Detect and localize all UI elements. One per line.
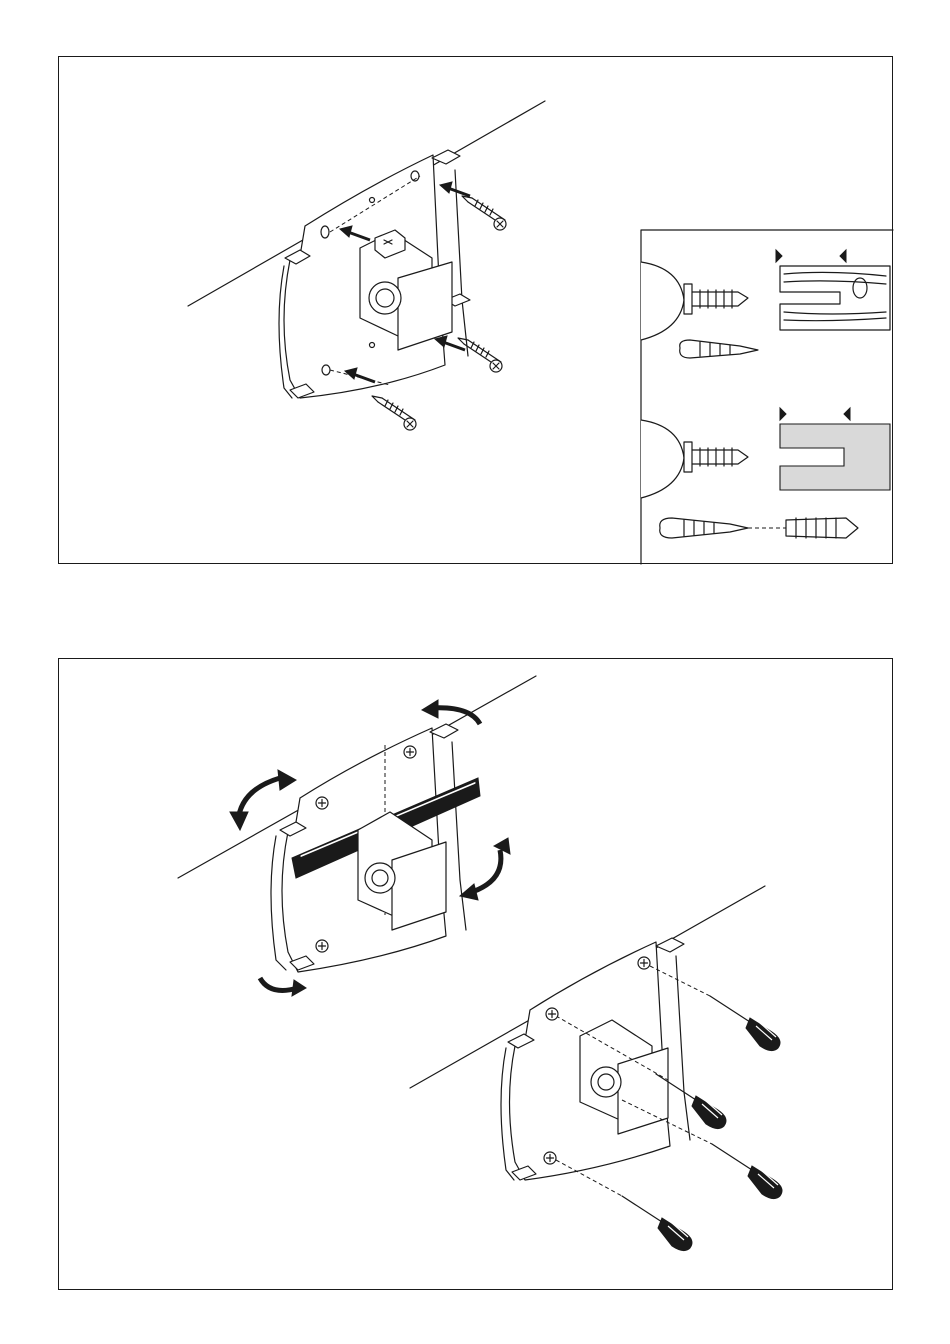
screw-icon (638, 957, 650, 969)
screwdriver-icon (710, 996, 780, 1051)
wall-bracket-adjust (178, 676, 536, 972)
screw-icon (372, 396, 416, 430)
wood-wall-detail (641, 250, 890, 358)
screw-icon (544, 1152, 556, 1164)
screw-icon (462, 196, 506, 230)
screw-icon (680, 340, 758, 358)
concrete-wall-detail (641, 408, 890, 538)
screw-icon (316, 797, 328, 809)
rotation-arrow-icon (260, 978, 306, 996)
drill-icon (641, 420, 684, 498)
screw-icon (316, 940, 328, 952)
screwdriver-icon (622, 1196, 692, 1251)
screwdriver-icon (712, 1144, 782, 1199)
rotation-arrow-icon (230, 770, 296, 830)
screw-icon (458, 338, 502, 372)
rotation-arrow-icon (422, 700, 480, 724)
insert-arrow-icon (440, 182, 470, 196)
rotation-arrow-icon (460, 838, 510, 900)
wall-bracket-top (188, 101, 545, 398)
wall-bracket-tighten (410, 886, 765, 1196)
wall-plug-icon (786, 518, 858, 538)
screw-icon (404, 746, 416, 758)
screw-icon (546, 1008, 558, 1020)
